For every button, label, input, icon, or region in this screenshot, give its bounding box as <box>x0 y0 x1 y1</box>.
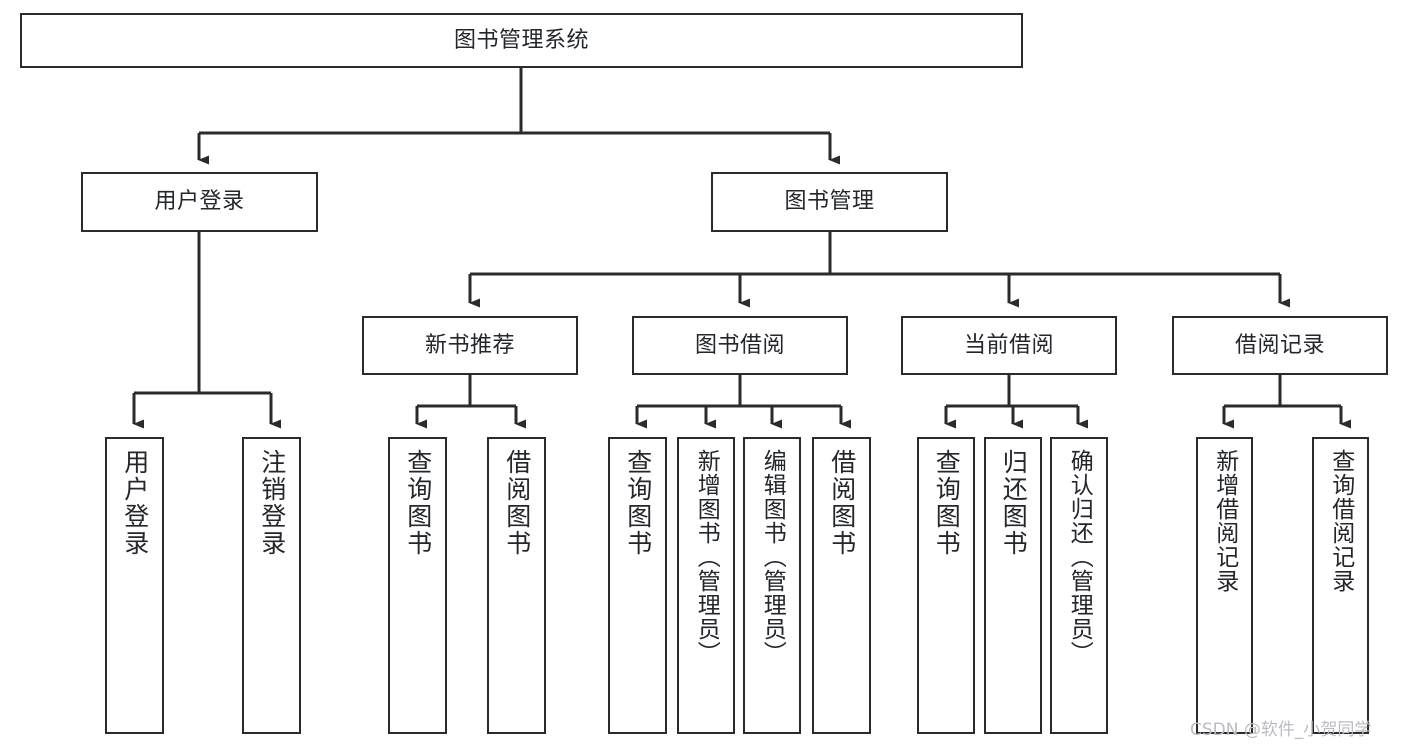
node-book-borrow[interactable]: 图书借阅 <box>632 316 848 375</box>
node-label: 查询图书 <box>403 449 433 557</box>
node-label: 图书借阅 <box>694 332 785 358</box>
node-label: 图书管理系统 <box>453 27 589 53</box>
node-label: 新增图书（管理员） <box>693 449 720 665</box>
node-label: 图书管理 <box>784 189 875 215</box>
node-label: 注销登录 <box>257 449 287 557</box>
leaf-add-book[interactable]: 新增图书（管理员） <box>677 437 735 734</box>
node-new-book-recommend[interactable]: 新书推荐 <box>362 316 578 375</box>
node-current-borrow[interactable]: 当前借阅 <box>901 316 1117 375</box>
node-borrow-record[interactable]: 借阅记录 <box>1172 316 1388 375</box>
node-label: 新增借阅记录 <box>1211 449 1238 593</box>
node-user-login[interactable]: 用户登录 <box>81 172 318 232</box>
leaf-user-logout[interactable]: 注销登录 <box>242 437 301 734</box>
csdn-watermark: CSDN @软件_小贺同学 <box>1190 720 1372 740</box>
leaf-query-book-3[interactable]: 查询图书 <box>917 437 975 734</box>
node-label: 当前借阅 <box>963 332 1054 358</box>
node-label: 用户登录 <box>120 449 150 557</box>
node-label: 借阅记录 <box>1234 332 1325 358</box>
node-label: 查询图书 <box>932 449 962 557</box>
node-label: 借阅图书 <box>827 449 857 557</box>
node-label: 查询图书 <box>623 449 653 557</box>
leaf-query-book-2[interactable]: 查询图书 <box>608 437 667 734</box>
leaf-borrow-book-2[interactable]: 借阅图书 <box>812 437 871 734</box>
leaf-query-book-1[interactable]: 查询图书 <box>388 437 447 734</box>
leaf-edit-book[interactable]: 编辑图书（管理员） <box>743 437 801 734</box>
node-label: 确认归还（管理员） <box>1066 449 1093 665</box>
leaf-confirm-return[interactable]: 确认归还（管理员） <box>1050 437 1108 734</box>
leaf-return-book[interactable]: 归还图书 <box>984 437 1042 734</box>
node-label: 新书推荐 <box>424 332 515 358</box>
node-label: 用户登录 <box>154 189 245 215</box>
node-label: 归还图书 <box>999 449 1029 557</box>
leaf-add-record[interactable]: 新增借阅记录 <box>1196 437 1253 734</box>
node-label: 编辑图书（管理员） <box>759 449 786 665</box>
node-root-system[interactable]: 图书管理系统 <box>20 13 1023 68</box>
leaf-borrow-book-1[interactable]: 借阅图书 <box>487 437 546 734</box>
leaf-query-record[interactable]: 查询借阅记录 <box>1312 437 1369 734</box>
node-label: 借阅图书 <box>502 449 532 557</box>
leaf-user-login[interactable]: 用户登录 <box>105 437 164 734</box>
node-book-manage[interactable]: 图书管理 <box>711 172 948 232</box>
node-label: 查询借阅记录 <box>1327 449 1354 593</box>
